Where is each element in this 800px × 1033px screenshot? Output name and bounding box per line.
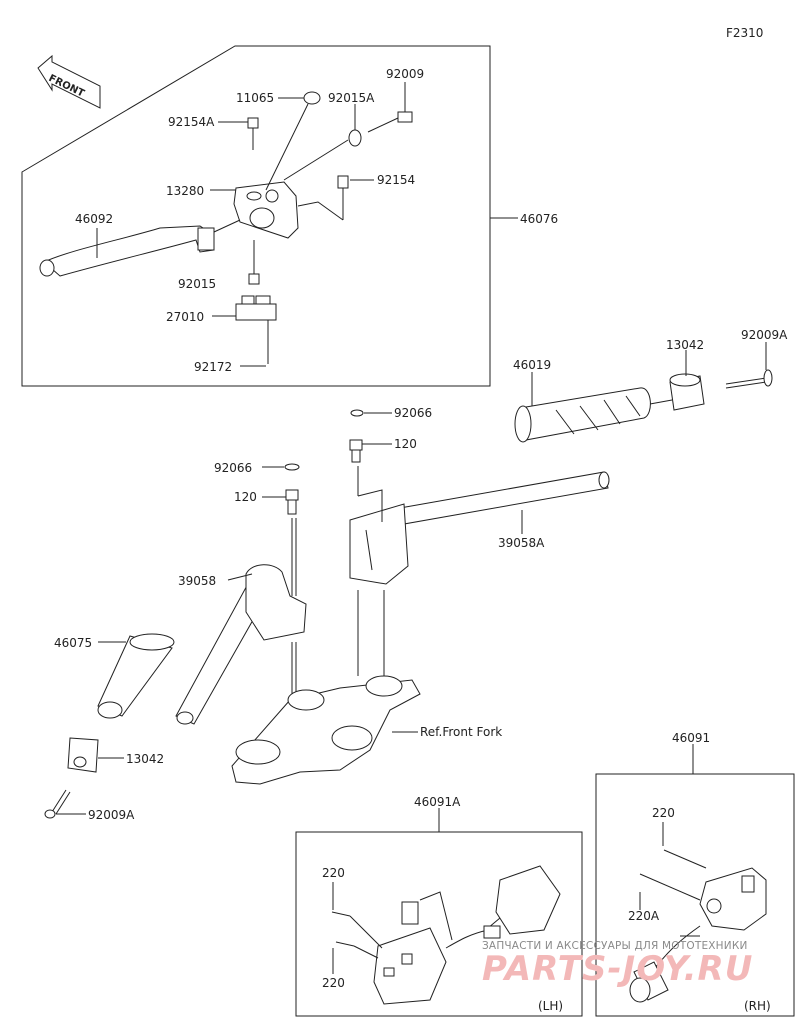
- callout-92172: 92172: [194, 360, 233, 374]
- callout-220A: 220A: [628, 909, 660, 923]
- callout-120-right: 120: [394, 437, 417, 451]
- sub-assembly-frame-46091: [595, 773, 795, 1017]
- screw-92009A-left-part: [44, 789, 71, 819]
- callout-220-lh-top: 220: [322, 866, 345, 880]
- clutch-lever-part: [39, 225, 215, 277]
- rh-side-label: (RH): [744, 999, 771, 1013]
- lh-side-label: (LH): [538, 999, 564, 1013]
- callout-92066-left: 92066: [214, 461, 253, 475]
- washer-92015A-part: [348, 129, 362, 147]
- watermark-logo: PARTS-JOY.RU: [482, 949, 754, 989]
- callout-92154A: 92154A: [168, 115, 215, 129]
- callout-39058: 39058: [178, 574, 217, 588]
- callout-92015: 92015: [178, 277, 217, 291]
- bar-end-weight-right-part: [669, 373, 705, 411]
- callout-46091A: 46091A: [414, 795, 461, 809]
- watermark-tagline: ЗАПЧАСТИ И АКСЕССУАРЫ ДЛЯ МОТОТЕХНИКИ: [482, 940, 748, 952]
- bolt-120-right-part: [349, 439, 363, 463]
- figure-code: F2310: [726, 26, 764, 40]
- callout-13042-left: 13042: [126, 752, 165, 766]
- bar-end-weight-left-part: [67, 737, 99, 773]
- right-handlebar-part: [349, 471, 610, 585]
- top-bridge-part: [231, 675, 421, 785]
- callout-220-rh: 220: [652, 806, 675, 820]
- callout-92066-right: 92066: [394, 406, 433, 420]
- lh-switch-housing-part: [373, 927, 447, 1005]
- right-grip-part: [514, 387, 651, 443]
- reference-front-fork: Ref.Front Fork: [420, 725, 503, 739]
- screw-92009A-right-part: [725, 369, 773, 389]
- callout-46092: 46092: [75, 212, 114, 226]
- cap-11065-part: [303, 91, 321, 105]
- left-handlebar-part: [175, 564, 307, 725]
- lever-holder-part: [233, 181, 299, 239]
- sub-assembly-frame-46076: [21, 45, 491, 387]
- callout-27010: 27010: [166, 310, 205, 324]
- bolt-120-left-part: [285, 489, 299, 515]
- front-arrow-icon: [37, 54, 101, 109]
- left-grip-part: [97, 633, 175, 719]
- callout-92009A-right: 92009A: [741, 328, 788, 342]
- callout-46076: 46076: [520, 212, 559, 226]
- rh-wire-harness-part: [629, 925, 701, 1003]
- callout-92009: 92009: [386, 67, 425, 81]
- callout-120-left: 120: [234, 490, 257, 504]
- switch-27010-part: [235, 295, 277, 321]
- callout-39058A: 39058A: [498, 536, 545, 550]
- watermark: ЗАПЧАСТИ И АКСЕССУАРЫ ДЛЯ МОТОТЕХНИКИ PA…: [482, 940, 782, 986]
- rh-switch-housing-part: [699, 867, 767, 931]
- screw-92009-part: [367, 111, 413, 133]
- callout-11065: 11065: [236, 91, 275, 105]
- washer-92066-right-part: [350, 409, 364, 417]
- callout-13042-right: 13042: [666, 338, 705, 352]
- callout-13280: 13280: [166, 184, 205, 198]
- bolt-92154A-part: [247, 117, 259, 150]
- callout-220-lh-bottom: 220: [322, 976, 345, 990]
- callout-46075: 46075: [54, 636, 93, 650]
- callout-92015A: 92015A: [328, 91, 375, 105]
- callout-46019: 46019: [513, 358, 552, 372]
- washer-92066-left-part: [284, 463, 300, 471]
- lh-wire-harness-part: [401, 865, 561, 949]
- nut-92015-part: [248, 273, 260, 285]
- callout-92009A-left: 92009A: [88, 808, 135, 822]
- callout-46091: 46091: [672, 731, 711, 745]
- bolt-92154-part: [337, 175, 349, 220]
- callout-92154: 92154: [377, 173, 416, 187]
